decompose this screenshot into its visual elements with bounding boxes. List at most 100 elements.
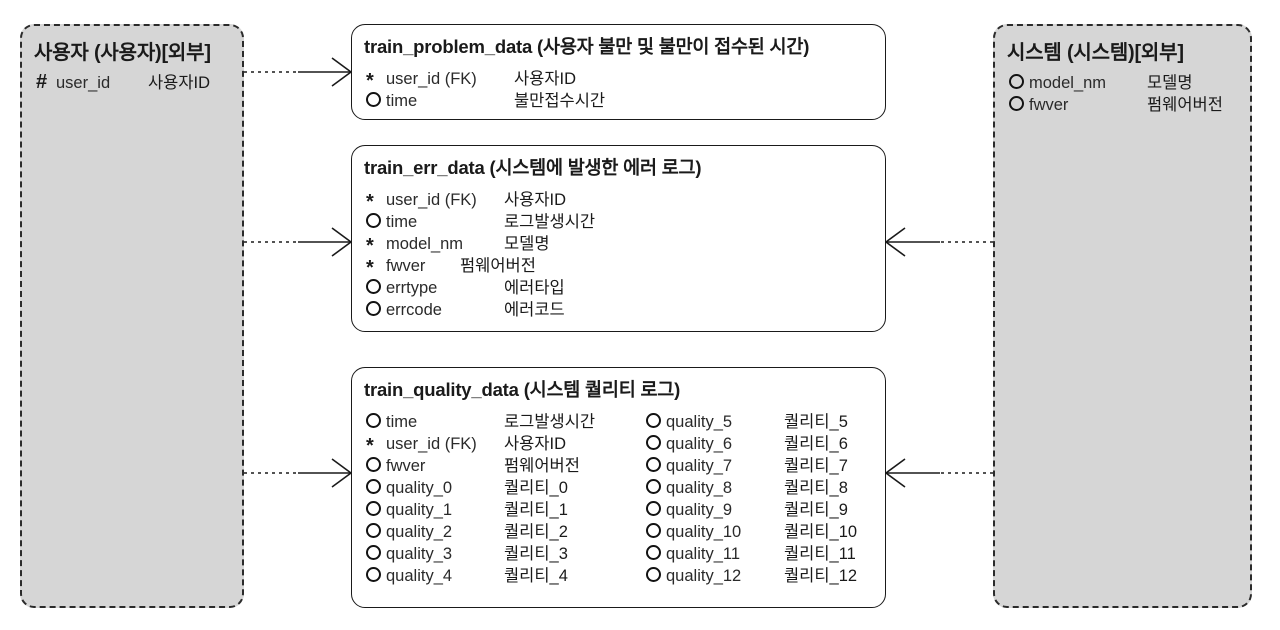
attribute-row: quality_5 퀄리티_5: [646, 408, 857, 431]
optional-marker-icon: [366, 90, 386, 112]
mandatory-marker-icon: *: [366, 70, 374, 92]
attribute-column: * user_id (FK) 사용자ID time 불만접수시간: [366, 65, 605, 112]
attribute-row: quality_12 퀄리티_12: [646, 562, 857, 585]
attribute-row: quality_0 퀄리티_0: [366, 474, 646, 497]
attribute-description: 퀄리티_0: [504, 479, 568, 497]
attribute-description: 모델명: [504, 235, 550, 253]
attribute-name: quality_12: [666, 567, 742, 585]
entity-train-err-data[interactable]: train_err_data (시스템에 발생한 에러 로그) * user_i…: [351, 145, 886, 332]
attribute-row: model_nm 모델명: [1009, 69, 1250, 94]
attribute-name: quality_8: [666, 479, 733, 497]
entity-train-quality-data[interactable]: train_quality_data (시스템 퀄리티 로그) time 로그발…: [351, 367, 886, 608]
optional-marker-icon: [366, 543, 386, 565]
attribute-name: user_id (FK): [386, 191, 477, 209]
attribute-description: 퀄리티_1: [504, 501, 568, 519]
attribute-row: time 로그발생시간: [366, 408, 646, 433]
entity-train-quality-data-title: train_quality_data (시스템 퀄리티 로그): [364, 376, 885, 402]
entity-description: (시스템 퀄리티 로그): [523, 379, 681, 400]
optional-marker-icon: [366, 411, 386, 433]
attribute-description: 퀄리티_4: [504, 567, 568, 585]
attribute-row: errtype 에러타입: [366, 274, 595, 299]
attribute-column-1: time 로그발생시간 * user_id (FK) 사용자ID fwver 펌…: [366, 408, 646, 585]
mandatory-marker-icon: *: [366, 235, 374, 257]
optional-marker-icon: [366, 455, 386, 477]
optional-marker-icon: [646, 521, 666, 543]
attribute-name: quality_1: [386, 501, 453, 519]
attribute-name: user_id: [56, 74, 111, 92]
attribute-row: quality_9 퀄리티_9: [646, 496, 857, 521]
attribute-description: 에러타입: [504, 279, 565, 297]
entity-system-title: 시스템 (시스템)[외부]: [1007, 42, 1184, 64]
entity-train-err-data-title: train_err_data (시스템에 발생한 에러 로그): [364, 154, 885, 180]
relationship-user-err: [244, 227, 352, 257]
attribute-row: * user_id (FK) 사용자ID: [366, 65, 605, 92]
attribute-description: 모델명: [1147, 74, 1193, 92]
optional-marker-icon: [366, 277, 386, 299]
entity-train-quality-data-attributes: time 로그발생시간 * user_id (FK) 사용자ID fwver 펌…: [366, 408, 885, 585]
attribute-row: time 불만접수시간: [366, 87, 605, 112]
attribute-row: * model_nm 모델명: [366, 230, 595, 257]
entity-train-problem-data-title: train_problem_data (사용자 불만 및 불만이 접수된 시간): [364, 33, 885, 59]
attribute-row: quality_8 퀄리티_8: [646, 474, 857, 497]
attribute-name: fwver: [1029, 96, 1069, 114]
entity-user-attributes: # user_id 사용자ID: [36, 69, 242, 93]
attribute-name: quality_6: [666, 435, 733, 453]
attribute-name: fwver: [386, 257, 426, 275]
attribute-description: 퀄리티_11: [784, 545, 856, 563]
attribute-row: quality_10 퀄리티_10: [646, 518, 858, 543]
entity-user[interactable]: 사용자 (사용자)[외부] # user_id 사용자ID: [20, 24, 244, 608]
attribute-description: 퀄리티_10: [784, 523, 858, 541]
attribute-name: quality_2: [386, 523, 453, 541]
optional-marker-icon: [366, 521, 386, 543]
attribute-row: # user_id 사용자ID: [36, 69, 242, 93]
attribute-description: 퀄리티_3: [504, 545, 568, 563]
entity-train-err-data-attributes: * user_id (FK) 사용자ID time 로그발생시간 * model…: [366, 186, 885, 319]
attribute-row: errcode 에러코드: [366, 296, 595, 319]
attribute-row: quality_11 퀄리티_11: [646, 540, 857, 565]
optional-marker-icon: [366, 211, 386, 233]
entity-system[interactable]: 시스템 (시스템)[외부] model_nm 모델명 fwver 펌웨어버전: [993, 24, 1252, 608]
attribute-description: 펌웨어버전: [460, 257, 536, 275]
attribute-row: quality_7 퀄리티_7: [646, 452, 857, 475]
optional-marker-icon: [1009, 94, 1029, 116]
primary-key-marker-icon: #: [36, 71, 48, 93]
entity-description: (사용자 불만 및 불만이 접수된 시간): [537, 36, 810, 57]
entity-description: (시스템에 발생한 에러 로그): [489, 157, 702, 178]
attribute-name: time: [386, 413, 418, 431]
attribute-name: quality_11: [666, 545, 741, 563]
attribute-name: quality_10: [666, 523, 742, 541]
attribute-row: quality_2 퀄리티_2: [366, 518, 646, 543]
attribute-name: quality_0: [386, 479, 453, 497]
optional-marker-icon: [646, 499, 666, 521]
entity-system-attributes: model_nm 모델명 fwver 펌웨어버전: [1009, 69, 1250, 116]
attribute-name: model_nm: [1029, 74, 1107, 92]
relationship-system-quality: [885, 458, 993, 488]
mandatory-marker-icon: *: [366, 435, 374, 457]
entity-name: train_quality_data: [364, 379, 519, 400]
mandatory-marker-icon: *: [366, 257, 374, 279]
attribute-row: fwver 펌웨어버전: [366, 452, 646, 477]
attribute-description: 펌웨어버전: [1147, 96, 1223, 114]
optional-marker-icon: [366, 499, 386, 521]
attribute-row: quality_3 퀄리티_3: [366, 540, 646, 565]
attribute-row: quality_6 퀄리티_6: [646, 430, 857, 453]
attribute-name: quality_3: [386, 545, 453, 563]
relationship-user-problem: [244, 57, 352, 87]
attribute-description: 로그발생시간: [504, 413, 596, 431]
attribute-description: 펌웨어버전: [504, 457, 580, 475]
mandatory-marker-icon: *: [366, 191, 374, 213]
attribute-description: 퀄리티_7: [784, 457, 848, 475]
entity-name: train_err_data: [364, 157, 485, 178]
optional-marker-icon: [1009, 72, 1029, 94]
attribute-row: fwver 펌웨어버전: [1009, 91, 1250, 116]
optional-marker-icon: [646, 543, 666, 565]
attribute-description: 퀄리티_9: [784, 501, 848, 519]
attribute-row: time 로그발생시간: [366, 208, 595, 233]
entity-train-problem-data[interactable]: train_problem_data (사용자 불만 및 불만이 접수된 시간)…: [351, 24, 886, 120]
attribute-description: 퀄리티_2: [504, 523, 568, 541]
attribute-name: quality_4: [386, 567, 453, 585]
attribute-row: * fwver 펌웨어버전: [366, 252, 595, 279]
attribute-description: 사용자ID: [514, 70, 577, 88]
attribute-name: errcode: [386, 301, 442, 319]
